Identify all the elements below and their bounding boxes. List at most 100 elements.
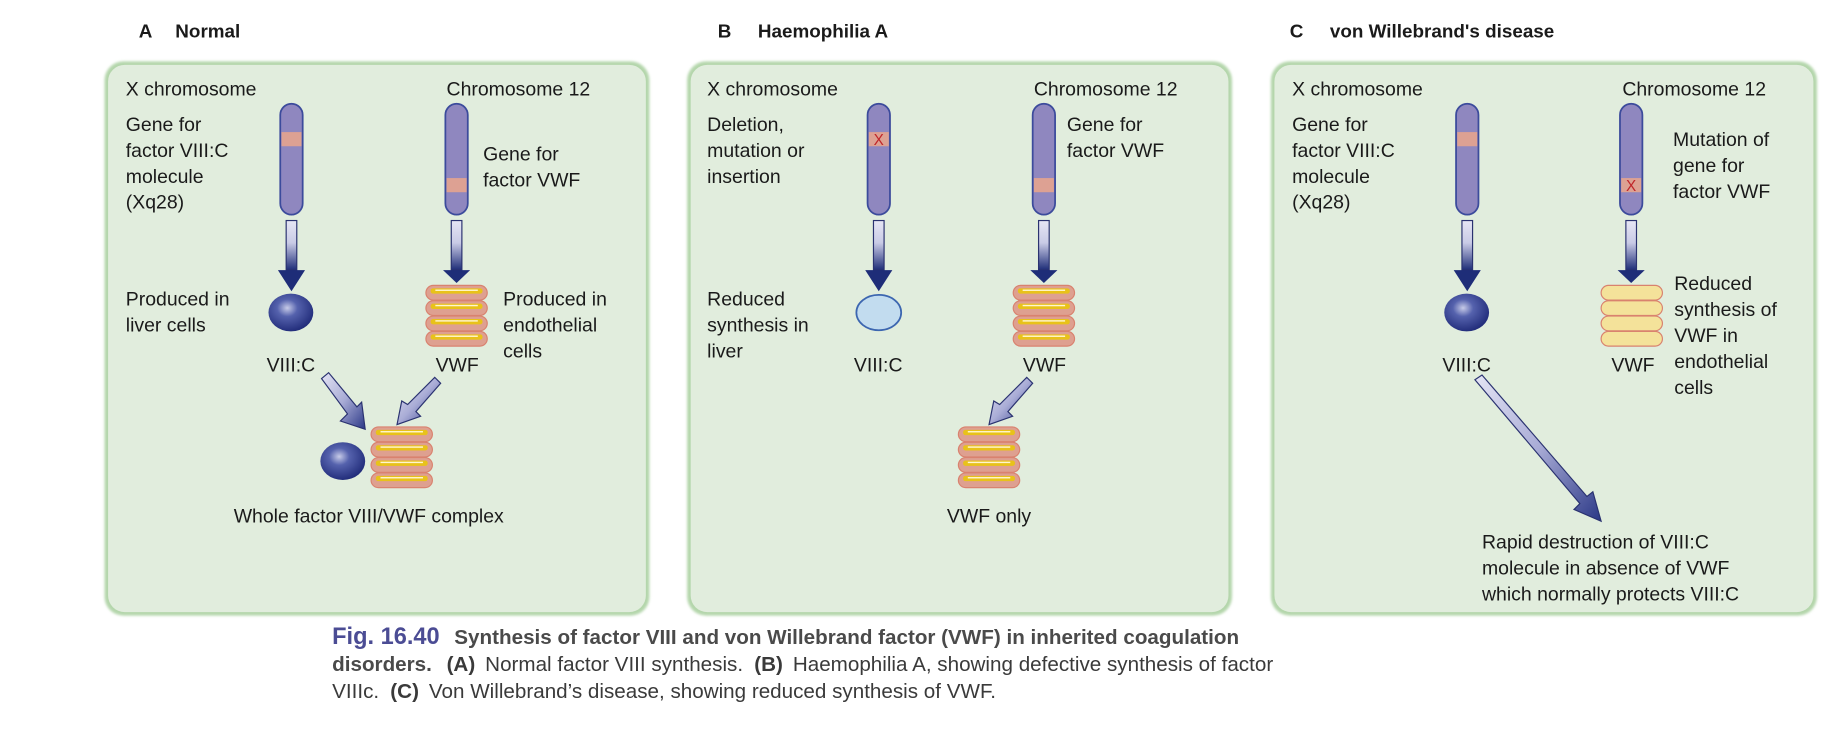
- vwf-stripe: [375, 429, 428, 436]
- panel-a-chr12-chromosome-icon: [444, 102, 469, 216]
- vwf-highlight: [1022, 304, 1066, 307]
- text-line: Reduced: [1674, 273, 1752, 295]
- text-line: liver: [707, 340, 743, 362]
- panel-b-down-arrow-icon: [865, 219, 893, 292]
- vwf-subunit: [1600, 300, 1664, 317]
- text-line: (Xq28): [126, 192, 184, 214]
- panel-b-vwf-multimer-icon: [1012, 284, 1076, 347]
- panel-c-x-gene-text: Gene for factor VIII:C molecule (Xq28): [1292, 114, 1395, 214]
- caption-ref-a: (A): [447, 653, 476, 676]
- panel-a-result-label: Whole factor VIII/VWF complex: [234, 505, 504, 527]
- vwf-highlight: [380, 431, 423, 433]
- vwf-highlight: [435, 304, 478, 307]
- panel-b-x-chromosome-icon: X: [866, 102, 891, 216]
- caption-text-b-end: VIIIc.: [332, 680, 379, 703]
- vwf-stripe: [1017, 334, 1070, 340]
- vwf-stripe: [430, 334, 483, 340]
- panel-a-x-chromosome-label: X chromosome: [126, 79, 257, 101]
- text-line: Gene for: [126, 114, 202, 136]
- panel-c-chr12-chromosome-icon: X: [1619, 102, 1644, 216]
- panel-c-box: [1270, 61, 1817, 616]
- vwf-highlight: [1022, 289, 1066, 291]
- panel-a-letter: A: [139, 21, 153, 42]
- panel-a-x-chromosome-icon: [279, 102, 304, 216]
- vwf-stripe: [1017, 303, 1070, 309]
- caption-text-c: Von Willebrand’s disease, showing reduce…: [429, 680, 996, 703]
- text-line: Deletion,: [707, 114, 784, 136]
- text-line: cells: [503, 340, 542, 362]
- panel-c-title: von Willebrand's disease: [1330, 21, 1554, 42]
- vwf-highlight: [967, 477, 1011, 479]
- panel-a-vwf-label: VWF: [436, 354, 479, 376]
- vwf-highlight: [380, 461, 423, 464]
- caption-title: Synthesis of factor VIII and von Willebr…: [454, 626, 1239, 649]
- panel-a-complex-vwf-icon: [370, 426, 433, 489]
- text-line: Mutation of: [1673, 129, 1770, 151]
- text-line: endothelial: [503, 314, 597, 336]
- text-line: insertion: [707, 166, 780, 188]
- panel-c-chr12-product-text: Reduced synthesis of VWF in endothelial …: [1674, 273, 1777, 399]
- panel-b-viii-c-label: VIII:C: [854, 354, 903, 376]
- vwf-stripe: [1017, 319, 1070, 325]
- text-line: which normally protects VIII:C: [1481, 583, 1739, 605]
- text-line: factor VIII:C: [126, 140, 229, 162]
- vwf-stripe: [963, 429, 1015, 436]
- vwf-highlight: [967, 461, 1011, 464]
- text-line: molecule: [126, 166, 204, 188]
- panel-c-destruction-arrow-icon: [1474, 374, 1603, 523]
- vwf-highlight: [380, 446, 423, 448]
- text-line: VWF in: [1674, 325, 1738, 347]
- panel-b-result-label: VWF only: [947, 505, 1032, 527]
- vwf-highlight: [380, 477, 423, 479]
- vwf-subunit: [1600, 284, 1664, 301]
- caption-text-a: Normal factor VIII synthesis.: [485, 653, 743, 676]
- panel-b-title: Haemophilia A: [758, 21, 889, 42]
- caption-ref-c: (C): [390, 680, 419, 703]
- panel-a-vwf-multimer-icon: [425, 284, 488, 347]
- figure-caption: Fig. 16.40 Synthesis of factor VIII and …: [332, 623, 1273, 703]
- panel-a-viii-c-label: VIII:C: [267, 354, 316, 376]
- text-line: Rapid destruction of VIII:C: [1482, 531, 1709, 553]
- panel-c-reduced-vwf-icon: [1600, 284, 1664, 347]
- panel-a-merge-arrow-icon: [320, 371, 366, 431]
- text-line: cells: [1674, 377, 1713, 399]
- vwf-stripe: [963, 445, 1015, 451]
- vwf-stripe: [1017, 288, 1070, 294]
- vwf-highlight: [967, 446, 1011, 448]
- vwf-stripe: [963, 475, 1015, 482]
- panel-c-letter: C: [1290, 21, 1304, 42]
- vwf-highlight: [435, 289, 478, 291]
- panel-a-viii-c-molecule-icon: [268, 293, 314, 332]
- mutation-mark-icon: X: [1626, 178, 1636, 195]
- text-line: factor VWF: [1067, 140, 1164, 162]
- panel-b-x-chromosome-label: X chromosome: [707, 79, 838, 101]
- vwf-stripe: [375, 475, 428, 482]
- vwf-stripe: [375, 445, 428, 451]
- vwf-subunit: [1600, 315, 1664, 332]
- panel-b-reduced-viii-c-icon: [855, 293, 903, 332]
- panel-c-x-chromosome-label: X chromosome: [1292, 79, 1423, 101]
- text-line: Reduced: [707, 288, 785, 310]
- panel-b-letter: B: [718, 21, 732, 42]
- caption-line-2: disorders. (A) Normal factor VIII synthe…: [332, 653, 1273, 676]
- text-line: factor VWF: [1673, 181, 1770, 203]
- text-line: mutation or: [707, 140, 805, 162]
- text-line: molecule in absence of VWF: [1482, 557, 1730, 579]
- panel-c-down-arrow-icon: [1617, 219, 1645, 284]
- vwf-stripe: [430, 303, 483, 309]
- panel-c-viii-c-label: VIII:C: [1442, 354, 1491, 376]
- text-line: synthesis of: [1674, 299, 1777, 321]
- caption-line-1: Fig. 16.40 Synthesis of factor VIII and …: [332, 623, 1239, 649]
- vwf-stripe: [430, 288, 483, 294]
- panel-c-result-text: Rapid destruction of VIII:C molecule in …: [1481, 531, 1739, 605]
- panel-c-down-arrow-icon: [1453, 219, 1481, 292]
- vwf-highlight: [435, 320, 478, 322]
- panel-a-x-gene-text: Gene for factor VIII:C molecule (Xq28): [126, 114, 229, 214]
- text-line: endothelial: [1674, 351, 1768, 373]
- panel-a-chr12-label: Chromosome 12: [447, 79, 591, 101]
- panel-a-merge-arrow-icon: [396, 376, 442, 426]
- mutation-mark-icon: X: [874, 132, 884, 149]
- vwf-stripe: [430, 319, 483, 325]
- panel-a-chr12-gene-text: Gene for factor VWF: [483, 143, 580, 191]
